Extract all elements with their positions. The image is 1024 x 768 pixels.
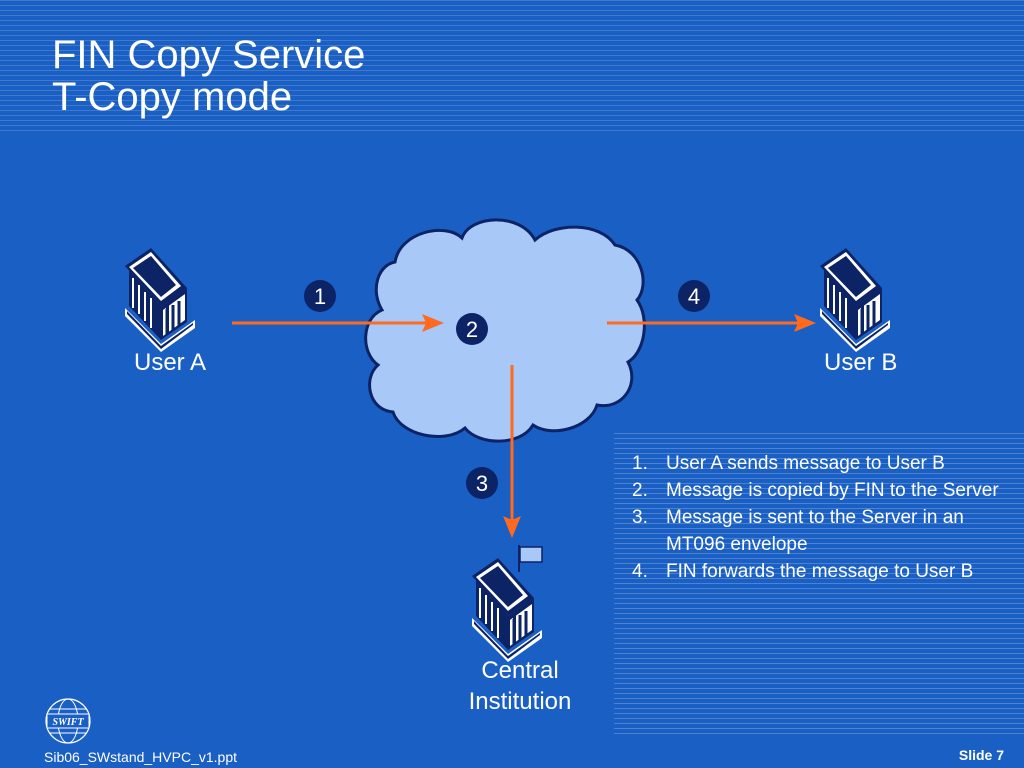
step-number-2: 2 xyxy=(466,317,478,342)
flag-icon xyxy=(518,545,543,572)
note-number: 4. xyxy=(632,561,648,582)
user-b-label: User B xyxy=(824,349,898,376)
note-item-1: 1. User A sends message to User B xyxy=(632,450,1012,477)
note-text: Message is copied by FIN to the Server xyxy=(666,480,999,501)
step-badge-1: 1 xyxy=(304,280,336,312)
central-institution-bank-icon xyxy=(470,556,544,664)
note-item-2: 2. Message is copied by FIN to the Server xyxy=(632,477,1012,504)
note-text: Message is sent to the Server in an MT09… xyxy=(666,507,964,555)
user-a-label: User A xyxy=(134,349,207,376)
swift-logo-text: SWIFT xyxy=(52,717,84,728)
title-line-1: FIN Copy Service xyxy=(52,33,366,77)
title-line-2: T-Copy mode xyxy=(52,75,293,119)
note-item-3: 3. Message is sent to the Server in an MT… xyxy=(632,504,1012,558)
note-item-4: 4. FIN forwards the message to User B xyxy=(632,558,1012,585)
central-institution-label: Central Institution xyxy=(450,655,590,717)
step-number-3: 3 xyxy=(476,471,488,496)
note-text: User A sends message to User B xyxy=(666,453,945,474)
title-stripes xyxy=(0,0,1024,132)
step-badge-3: 3 xyxy=(466,467,498,499)
notes-panel xyxy=(614,433,1024,738)
user-b-bank-icon xyxy=(818,246,892,354)
arrow-fin-to-user-b xyxy=(607,314,816,332)
user-a-bank-icon xyxy=(123,246,197,354)
slide-number: Slide 7 xyxy=(958,747,1004,763)
step-badge-4: 4 xyxy=(678,280,710,312)
slide-title: FIN Copy Service T-Copy mode xyxy=(52,34,365,118)
note-text: FIN forwards the message to User B xyxy=(666,561,974,582)
step-number-4: 4 xyxy=(688,284,700,309)
step-number-1: 1 xyxy=(314,284,326,309)
arrow-user-a-to-fin xyxy=(232,314,444,332)
note-number: 1. xyxy=(632,453,648,474)
swift-logo: SWIFT xyxy=(45,698,91,744)
fin-network-cloud xyxy=(364,218,646,443)
arrow-fin-to-central xyxy=(503,365,521,538)
central-label-line-2: Institution xyxy=(468,688,572,715)
step-badge-2: 2 xyxy=(456,313,488,345)
central-label-line-1: Central xyxy=(481,657,559,684)
footer-filename: Sib06_SWstand_HVPC_v1.ppt xyxy=(44,749,237,765)
note-number: 3. xyxy=(632,507,648,528)
notes-list: 1. User A sends message to User B 2. Messa… xyxy=(632,450,1012,585)
note-number: 2. xyxy=(632,480,648,501)
